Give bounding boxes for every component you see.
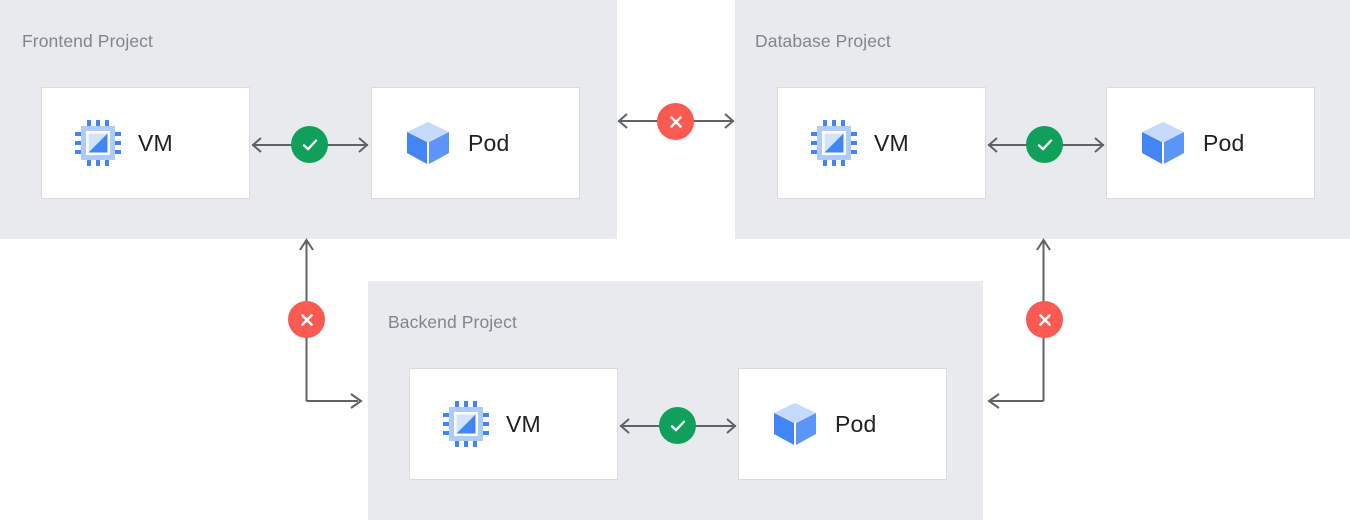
project-panel-frontend[interactable]: Frontend Project [0,0,617,239]
status-badge-database-backend-blocked[interactable] [1026,301,1063,338]
x-circle-icon [300,313,313,326]
resource-card-backend-vm[interactable]: VM [409,368,618,480]
resource-label-backend-vm: VM [506,410,541,437]
project-panel-database[interactable]: Database Project [735,0,1350,239]
panel-title-backend: Backend Project [388,312,517,332]
status-badge-frontend-internal-allowed[interactable] [291,126,328,163]
vm-chip-icon [74,119,122,167]
check-circle-icon [670,419,685,431]
resource-label-database-pod: Pod [1203,129,1245,156]
resource-card-database-pod[interactable]: Pod [1106,87,1315,199]
vm-chip-icon [442,400,490,448]
panel-title-frontend: Frontend Project [22,31,153,51]
resource-label-backend-pod: Pod [835,410,877,437]
resource-card-frontend-vm[interactable]: VM [41,87,250,199]
resource-label-database-vm: VM [874,129,909,156]
panel-title-database: Database Project [755,31,891,51]
resource-card-backend-pod[interactable]: Pod [738,368,947,480]
check-circle-icon [302,138,317,150]
check-circle-icon [1037,138,1052,150]
resource-card-database-vm[interactable]: VM [777,87,986,199]
status-badge-frontend-database-blocked[interactable] [657,103,694,140]
x-circle-icon [669,115,682,128]
pod-cube-icon [771,400,819,448]
status-badge-database-internal-allowed[interactable] [1026,126,1063,163]
status-badge-backend-internal-allowed[interactable] [659,407,696,444]
project-panel-backend[interactable]: Backend Project [368,281,983,520]
status-badge-frontend-backend-blocked[interactable] [288,301,325,338]
resource-label-frontend-pod: Pod [468,129,510,156]
vm-chip-icon [810,119,858,167]
resource-label-frontend-vm: VM [138,129,173,156]
resource-card-frontend-pod[interactable]: Pod [371,87,580,199]
x-circle-icon [1038,313,1051,326]
pod-cube-icon [404,119,452,167]
pod-cube-icon [1139,119,1187,167]
